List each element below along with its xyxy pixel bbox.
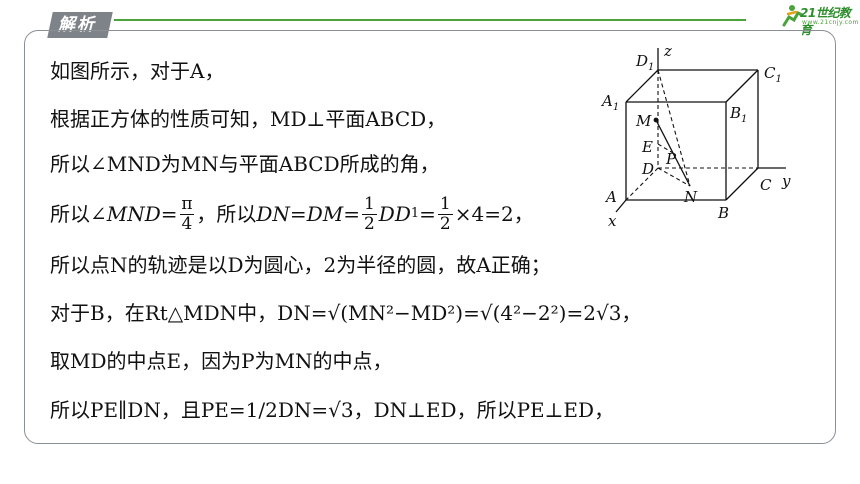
solution-line-6: 对于B，在Rt△MDN中，DN=√(MN²−MD²)=√(4²−2²)=2√3， [50,301,642,325]
solution-line-7: 取MD的中点E，因为P为MN的中点， [50,349,393,373]
label-b1: B1 [729,104,747,125]
label-a: A [604,188,617,206]
segment-pe [657,143,674,154]
label-c: C [760,176,772,194]
label-a1: A1 [600,92,619,113]
label-e: E [641,138,653,156]
solution-panel [24,30,836,444]
solution-line-2: 根据正方体的性质可知，MD⊥平面ABCD， [50,107,447,131]
label-n: N [683,188,698,206]
label-b: B [717,204,729,222]
edge-d1-a1 [625,69,659,103]
fraction-pi-over-4: π 4 [179,193,195,234]
label-d1: D1 [635,52,654,73]
segment-d1-n [657,69,691,187]
solution-line-5: 所以点N的轨迹是以D为圆心，2为半径的圆，故A正确； [50,253,551,277]
label-z: z [663,42,672,60]
fraction-one-half: 1 2 [361,193,377,234]
solution-line-8: 所以PE∥DN，且PE=1/2DN=√3，DN⊥ED，所以PE⊥ED， [50,398,615,422]
edge-d-a [625,167,659,201]
header-divider [114,19,746,21]
solution-line-3: 所以∠MND为MN与平面ABCD所成的角， [50,152,440,176]
edge-c1-b1 [725,69,759,103]
label-d: D [641,160,654,178]
label-c1: C1 [764,64,782,85]
point-m [653,117,659,123]
label-p: P [665,150,677,168]
runner-logo-icon [782,5,804,27]
logo-url: www.21cnjy.com [802,19,859,26]
solution-line-1: 如图所示，对于A， [50,59,225,83]
header-bar: 解析 21世纪教育 www.21cnjy.com [0,0,860,38]
fraction-one-half-2: 1 2 [437,193,453,234]
segment-dn [657,167,691,187]
cube-diagram: D1 z C1 A1 M B1 E P D C y A N B x [600,42,791,230]
label-m: M [635,112,652,130]
edge-b-c [725,167,759,201]
x-axis [615,199,627,213]
label-y: y [781,172,791,190]
label-x: x [608,212,617,230]
